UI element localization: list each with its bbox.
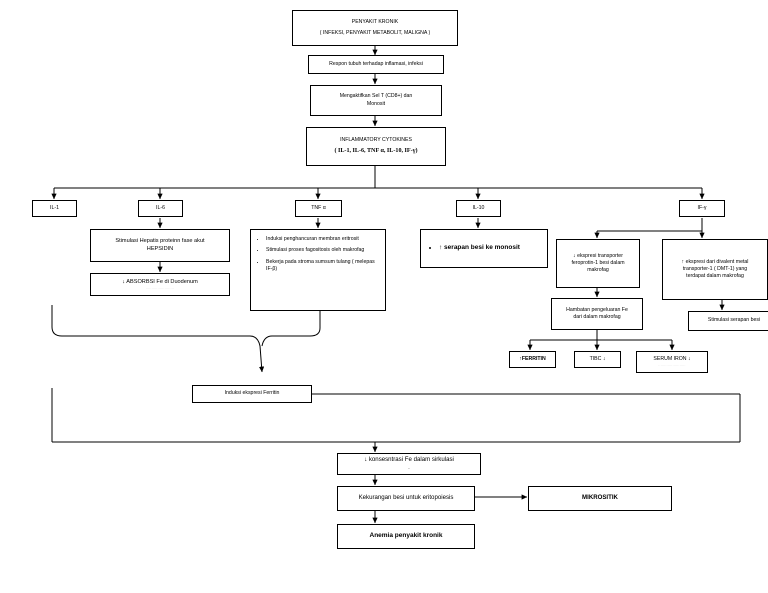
- node-mikrositik[interactable]: MIKROSITIK: [528, 486, 672, 511]
- respon-tubuh-label: Respon tubuh terhadap inflamasi, infeksi: [329, 60, 423, 67]
- tnf-effect-item: Bekerja pada stroma sumsum tulang ( mele…: [266, 259, 379, 275]
- penyakit-kronik-line1: PENYAKIT KRONIK: [351, 19, 399, 26]
- node-il10-effect[interactable]: ↑ serapan besi ke monosit: [420, 229, 548, 268]
- node-respon-tubuh[interactable]: Respon tubuh terhadap inflamasi, infeksi: [308, 55, 444, 74]
- node-stimulasi-serapan-besi[interactable]: Stimulasi serapan besi: [688, 311, 768, 331]
- ferritin-lab-label: ↑FERRITIN: [519, 355, 546, 362]
- tnf-alpha-label: TNF α: [311, 204, 326, 211]
- cytokines-list: ( IL-1, IL-6, TNF α, IL-10, IF-γ): [334, 148, 418, 155]
- absorbsi-label: ↓ ABSORBSI Fe di Duodenum: [122, 278, 198, 285]
- node-il6[interactable]: IL-6: [138, 200, 183, 217]
- node-serum-iron-lab[interactable]: SERUM IRON ↓ .......................: [636, 351, 708, 373]
- serum-iron-lab-label: SERUM IRON ↓: [653, 356, 691, 363]
- node-aktivasi-sel[interactable]: Mengaktifkan Sel T (CD8+) dan Monosit: [310, 85, 442, 116]
- node-induksi-ekspresi-ferritin[interactable]: Induksi ekspresi Ferritin: [192, 385, 312, 403]
- aktivasi-sel-line2: Monosit: [366, 100, 386, 107]
- feroportin-line2: feroprotin-1 besi dalam: [571, 259, 625, 266]
- hepsidin-line1: Stimulasi Hepatis proteinn fase akut: [115, 237, 205, 244]
- hambatan-line2: dari dalam makrofag: [573, 314, 621, 320]
- node-feroportin[interactable]: ↓ ekspresi transporter feroprotin-1 besi…: [556, 239, 640, 288]
- node-absorbsi-fe[interactable]: ↓ ABSORBSI Fe di Duodenum ..............…: [90, 273, 230, 296]
- feroportin-line1: ↓ ekspresi transporter: [573, 252, 623, 259]
- konsentrasi-fe-label: ↓ konsesntrasi Fe dalam sirkulasi: [364, 456, 454, 464]
- node-ferritin-lab[interactable]: ↑FERRITIN: [509, 351, 556, 368]
- kekurangan-besi-label: Kekurangan besi untuk eritopoiesis: [358, 494, 454, 502]
- tibc-lab-label: TIBC ↓: [589, 355, 606, 362]
- hambatan-line1: Hambatan pengeluaran Fe: [566, 306, 628, 313]
- node-dmt1[interactable]: ↑ ekspresi dari divalent metal transport…: [662, 239, 768, 300]
- tnf-effects-list: Induksi penghancuran membran eritrosit S…: [257, 236, 379, 278]
- node-if-gamma[interactable]: IF-γ: [679, 200, 725, 217]
- il10-effect-list: ↑ serapan besi ke monosit: [429, 243, 520, 253]
- node-hepsidin[interactable]: Stimulasi Hepatis proteinn fase akut HEP…: [90, 229, 230, 262]
- node-tibc-lab[interactable]: TIBC ↓: [574, 351, 621, 368]
- node-inflammatory-cytokines[interactable]: INFLAMMATORY CYTOKINES ( IL-1, IL-6, TNF…: [306, 127, 446, 166]
- tnf-effect-item: Induksi penghancuran membran eritrosit: [266, 236, 379, 244]
- il1-label: IL-1: [50, 204, 59, 211]
- node-il10[interactable]: IL-10: [456, 200, 501, 217]
- node-anemia-penyakit-kronik[interactable]: Anemia penyakit kronik: [337, 524, 475, 549]
- feroportin-line3: makrofag: [587, 267, 609, 273]
- node-tnf-effects[interactable]: Induksi penghancuran membran eritrosit S…: [250, 229, 386, 311]
- hepsidin-line2: HEPSIDIN: [146, 245, 174, 252]
- penyakit-kronik-line2: ( INFEKSI, PENYAKIT METABOLIT, MALIGNA ): [319, 29, 431, 36]
- il6-label: IL-6: [156, 204, 165, 211]
- node-tnf-alpha[interactable]: TNF α: [295, 200, 342, 217]
- cytokines-title: INFLAMMATORY CYTOKINES: [340, 137, 412, 144]
- aktivasi-sel-line1: Mengaktifkan Sel T (CD8+) dan: [339, 93, 413, 100]
- node-penyakit-kronik[interactable]: PENYAKIT KRONIK ( INFEKSI, PENYAKIT META…: [292, 10, 458, 46]
- if-gamma-label: IF-γ: [697, 204, 707, 211]
- node-il1[interactable]: IL-1: [32, 200, 77, 217]
- node-kekurangan-besi[interactable]: Kekurangan besi untuk eritopoiesis: [337, 486, 475, 511]
- serum-iron-lab-subtext: .......................: [658, 363, 686, 368]
- mikrositik-label: MIKROSITIK: [582, 494, 618, 502]
- absorbsi-subtext: ........................: [145, 286, 175, 291]
- node-konsentrasi-fe[interactable]: ↓ konsesntrasi Fe dalam sirkulasi .: [337, 453, 481, 475]
- il10-label: IL-10: [472, 204, 485, 211]
- induksi-ferritin-label: Induksi ekspresi Ferritin: [224, 390, 280, 397]
- anemia-label: Anemia penyakit kronik: [369, 532, 443, 540]
- konsentrasi-fe-subtext: .: [408, 464, 410, 471]
- node-hambatan-pengeluaran-fe[interactable]: Hambatan pengeluaran Fe dari dalam makro…: [551, 298, 643, 330]
- dmt1-line2: transporter-1 ( DMT-1) yang: [682, 265, 748, 272]
- dmt1-line1: ↑ ekspresi dari divalent metal: [681, 258, 749, 265]
- dmt1-line3: terdapat dalam makrofag: [686, 273, 744, 279]
- stimulasi-serapan-label: Stimulasi serapan besi: [707, 317, 761, 324]
- tnf-effect-item: Stimulasi proses fagositosis oleh makrof…: [266, 247, 379, 255]
- il10-effect-item: ↑ serapan besi ke monosit: [439, 243, 520, 253]
